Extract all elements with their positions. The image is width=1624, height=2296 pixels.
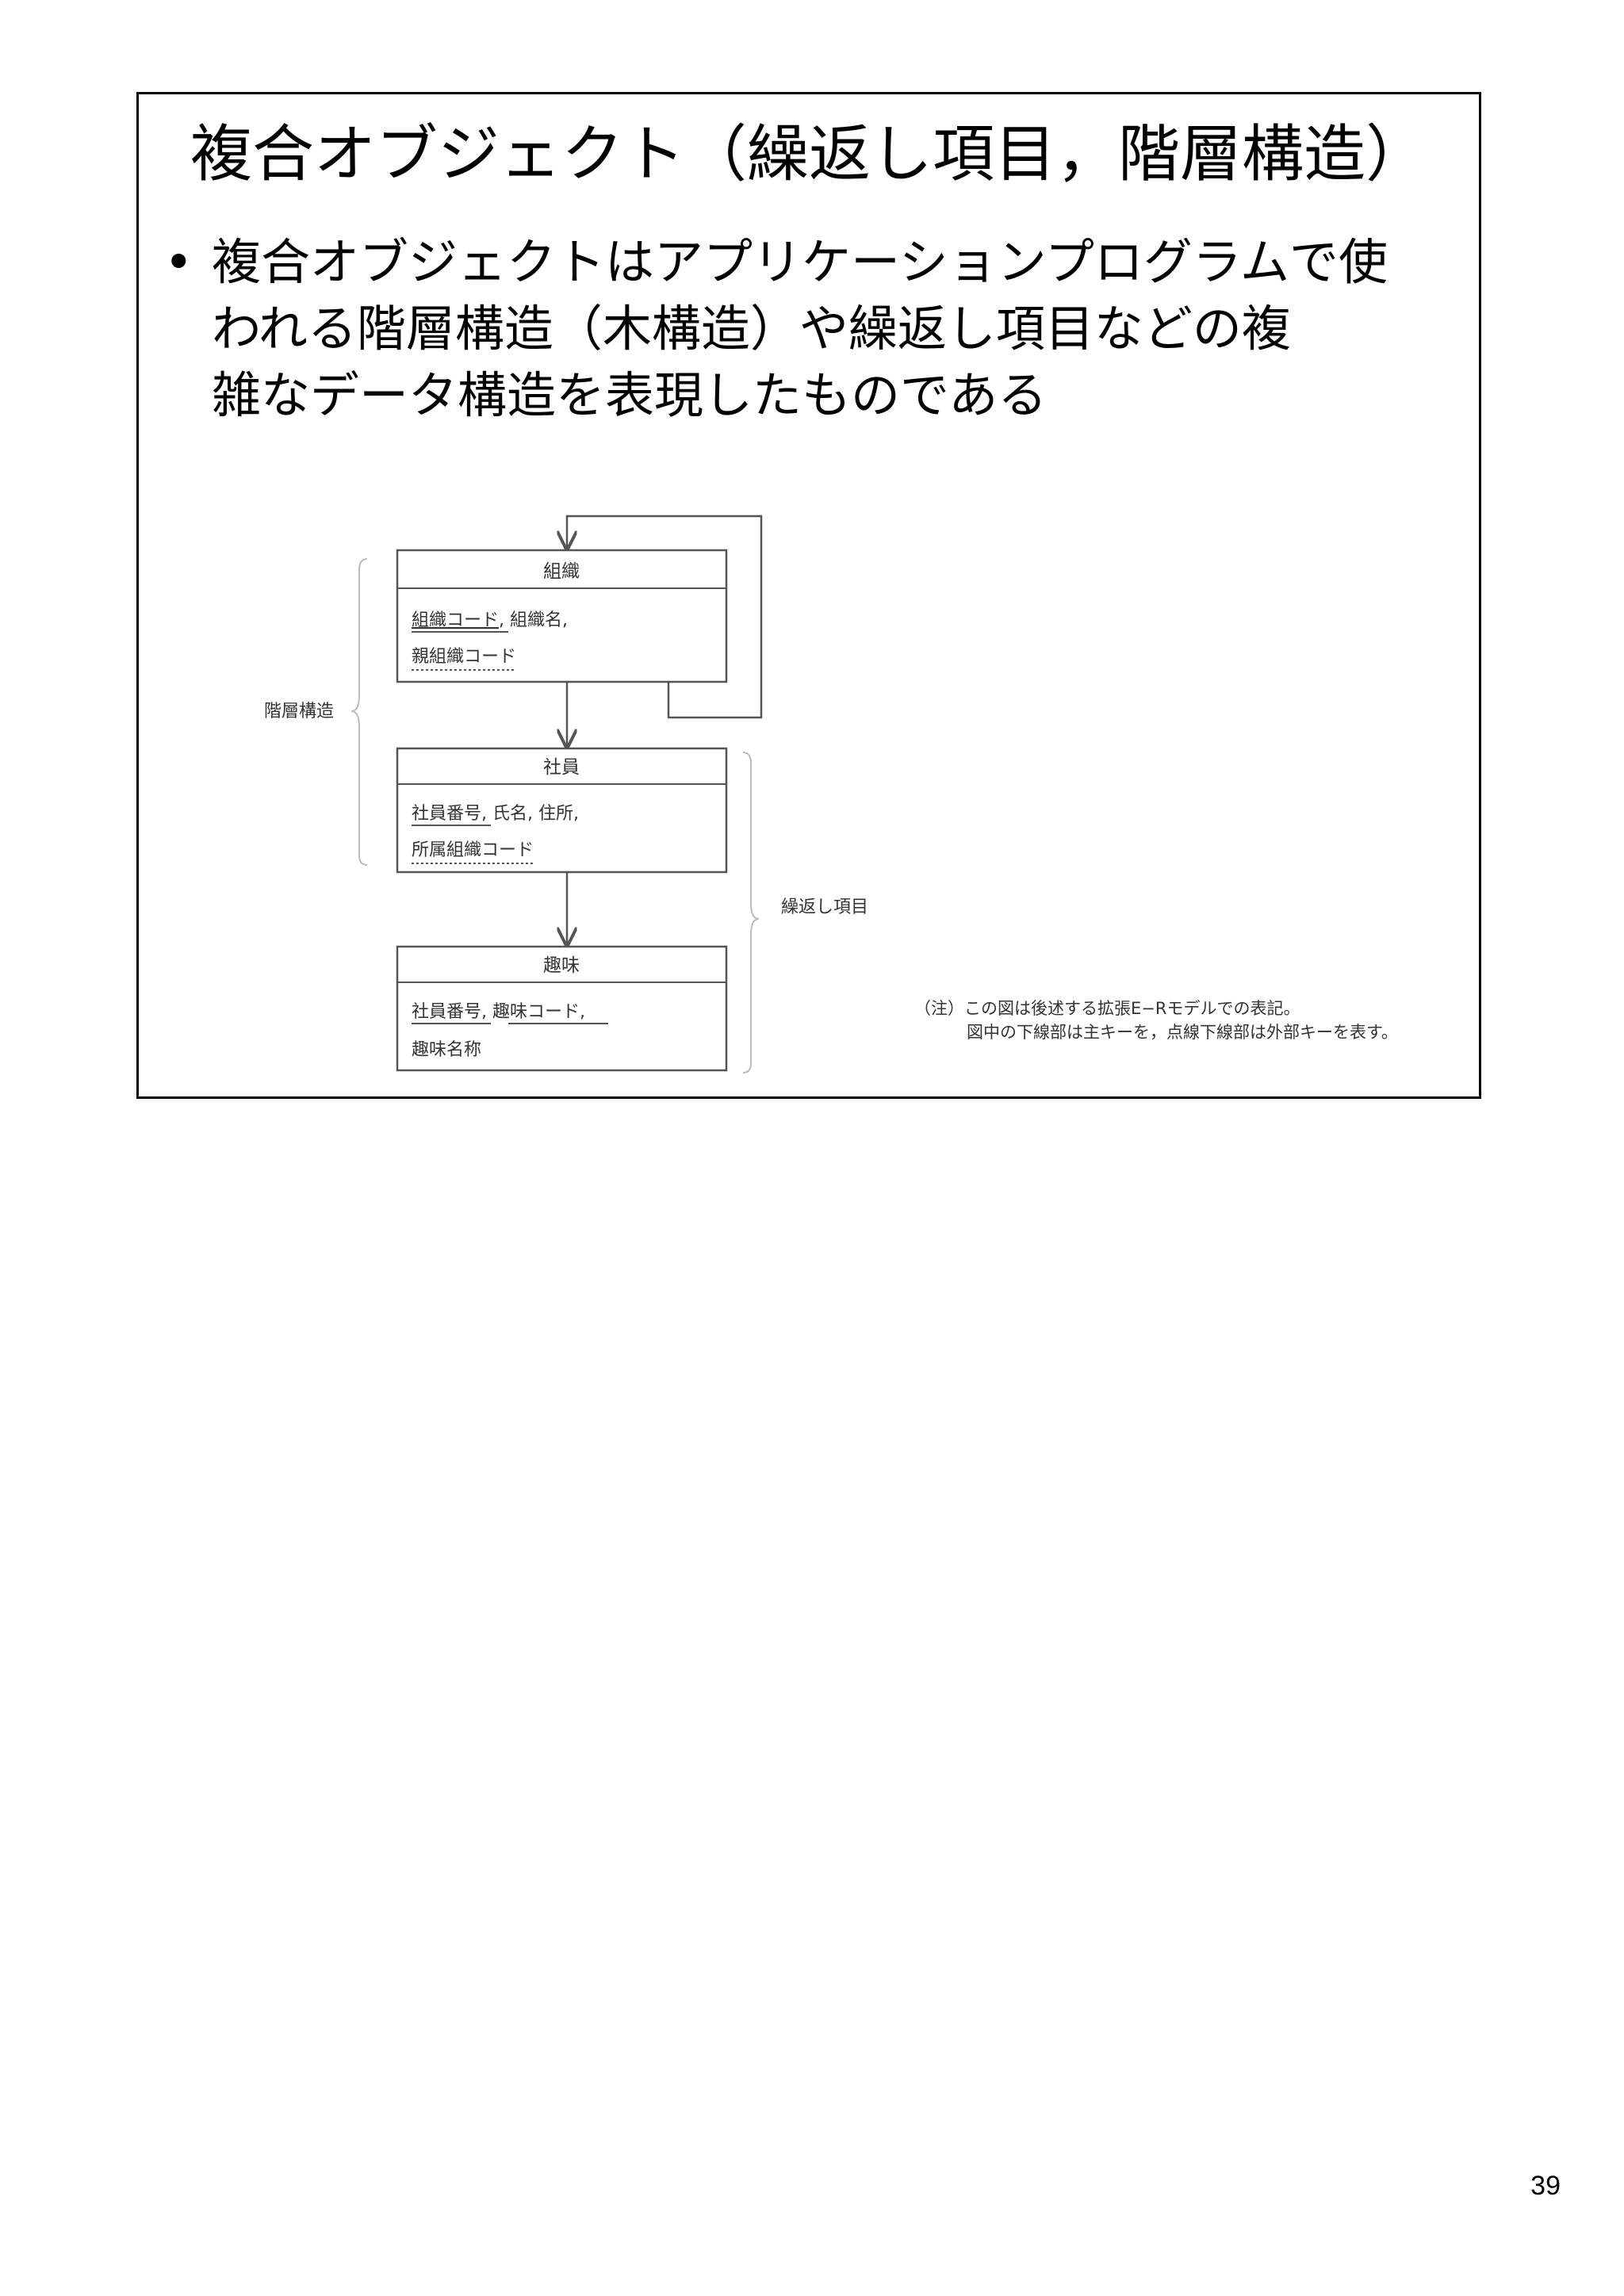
page-number: 39 (1530, 2171, 1561, 2201)
slide-title: 複合オブジェクト（繰返し項目，階層構造） (190, 119, 1427, 190)
self-reference-loop (567, 515, 763, 719)
entity-name: 趣味 (543, 955, 580, 976)
slide: 複合オブジェクト（繰返し項目，階層構造） • 複合オブジェクトはアプリケーション… (136, 92, 1481, 1099)
entity-box-shain: 社員 社員番号, 氏名, 住所, 所属組織コード (396, 747, 728, 874)
hierarchy-label: 階層構造 (264, 702, 334, 721)
bullet-item: • 複合オブジェクトはアプリケーションプログラムで使 われる階層構造（木構造）や… (156, 229, 1465, 429)
repeat-bracket (742, 752, 760, 1073)
er-diagram: 組織 組織コード, 組織名, 親組織コード 社員 社員番号, 氏名, 住所, 所… (264, 515, 1398, 1073)
bullet-line: 複合オブジェクトはアプリケーションプログラムで使 (212, 233, 1388, 291)
primary-key-attr: 趣味コード (492, 1002, 580, 1022)
bullet-line: われる階層構造（木構造）や繰返し項目などの複 (212, 300, 1291, 358)
repeat-label: 繰返し項目 (781, 897, 868, 917)
svg-text:社員番号, 氏名, 住所,: 社員番号, 氏名, 住所, (412, 804, 579, 824)
foreign-key-attr: 所属組織コード (412, 840, 534, 860)
bullet-line: 雑なデータ構造を表現したものである (212, 366, 1048, 424)
attr-text: 趣味名称 (412, 1040, 481, 1060)
svg-text:社員番号, 趣味コード,: 社員番号, 趣味コード, (412, 1002, 585, 1022)
primary-key-attr: 社員番号 (412, 1002, 481, 1022)
diagram-note-line-1: （注）この図は後述する拡張E−Rモデルでの表記。 (914, 999, 1300, 1018)
foreign-key-attr: 親組織コード (412, 647, 516, 667)
svg-text:組織コード, 組織名,: 組織コード, 組織名, (412, 610, 568, 630)
primary-key-attr: 組織コード (412, 610, 499, 630)
entity-box-shumi: 趣味 社員番号, 趣味コード, 趣味名称 (396, 945, 728, 1072)
diagram-note-line-2: 図中の下線部は主キーを，点線下線部は外部キーを表す。 (967, 1023, 1398, 1042)
bullet-dot-icon: • (164, 233, 193, 291)
attr-text: , (481, 1002, 492, 1022)
primary-key-attr: 社員番号 (412, 804, 481, 824)
attr-text: , (580, 1002, 585, 1022)
entity-name: 組織 (543, 561, 580, 582)
attr-text: , 組織名, (499, 610, 568, 630)
hierarchy-bracket (350, 558, 368, 866)
entity-box-soshiki: 組織 組織コード, 組織名, 親組織コード (396, 549, 728, 683)
entity-name: 社員 (543, 757, 580, 778)
bullet-text: 複合オブジェクトはアプリケーションプログラムで使 われる階層構造（木構造）や繰返… (212, 229, 1465, 429)
attr-text: , 氏名, 住所, (481, 804, 579, 824)
